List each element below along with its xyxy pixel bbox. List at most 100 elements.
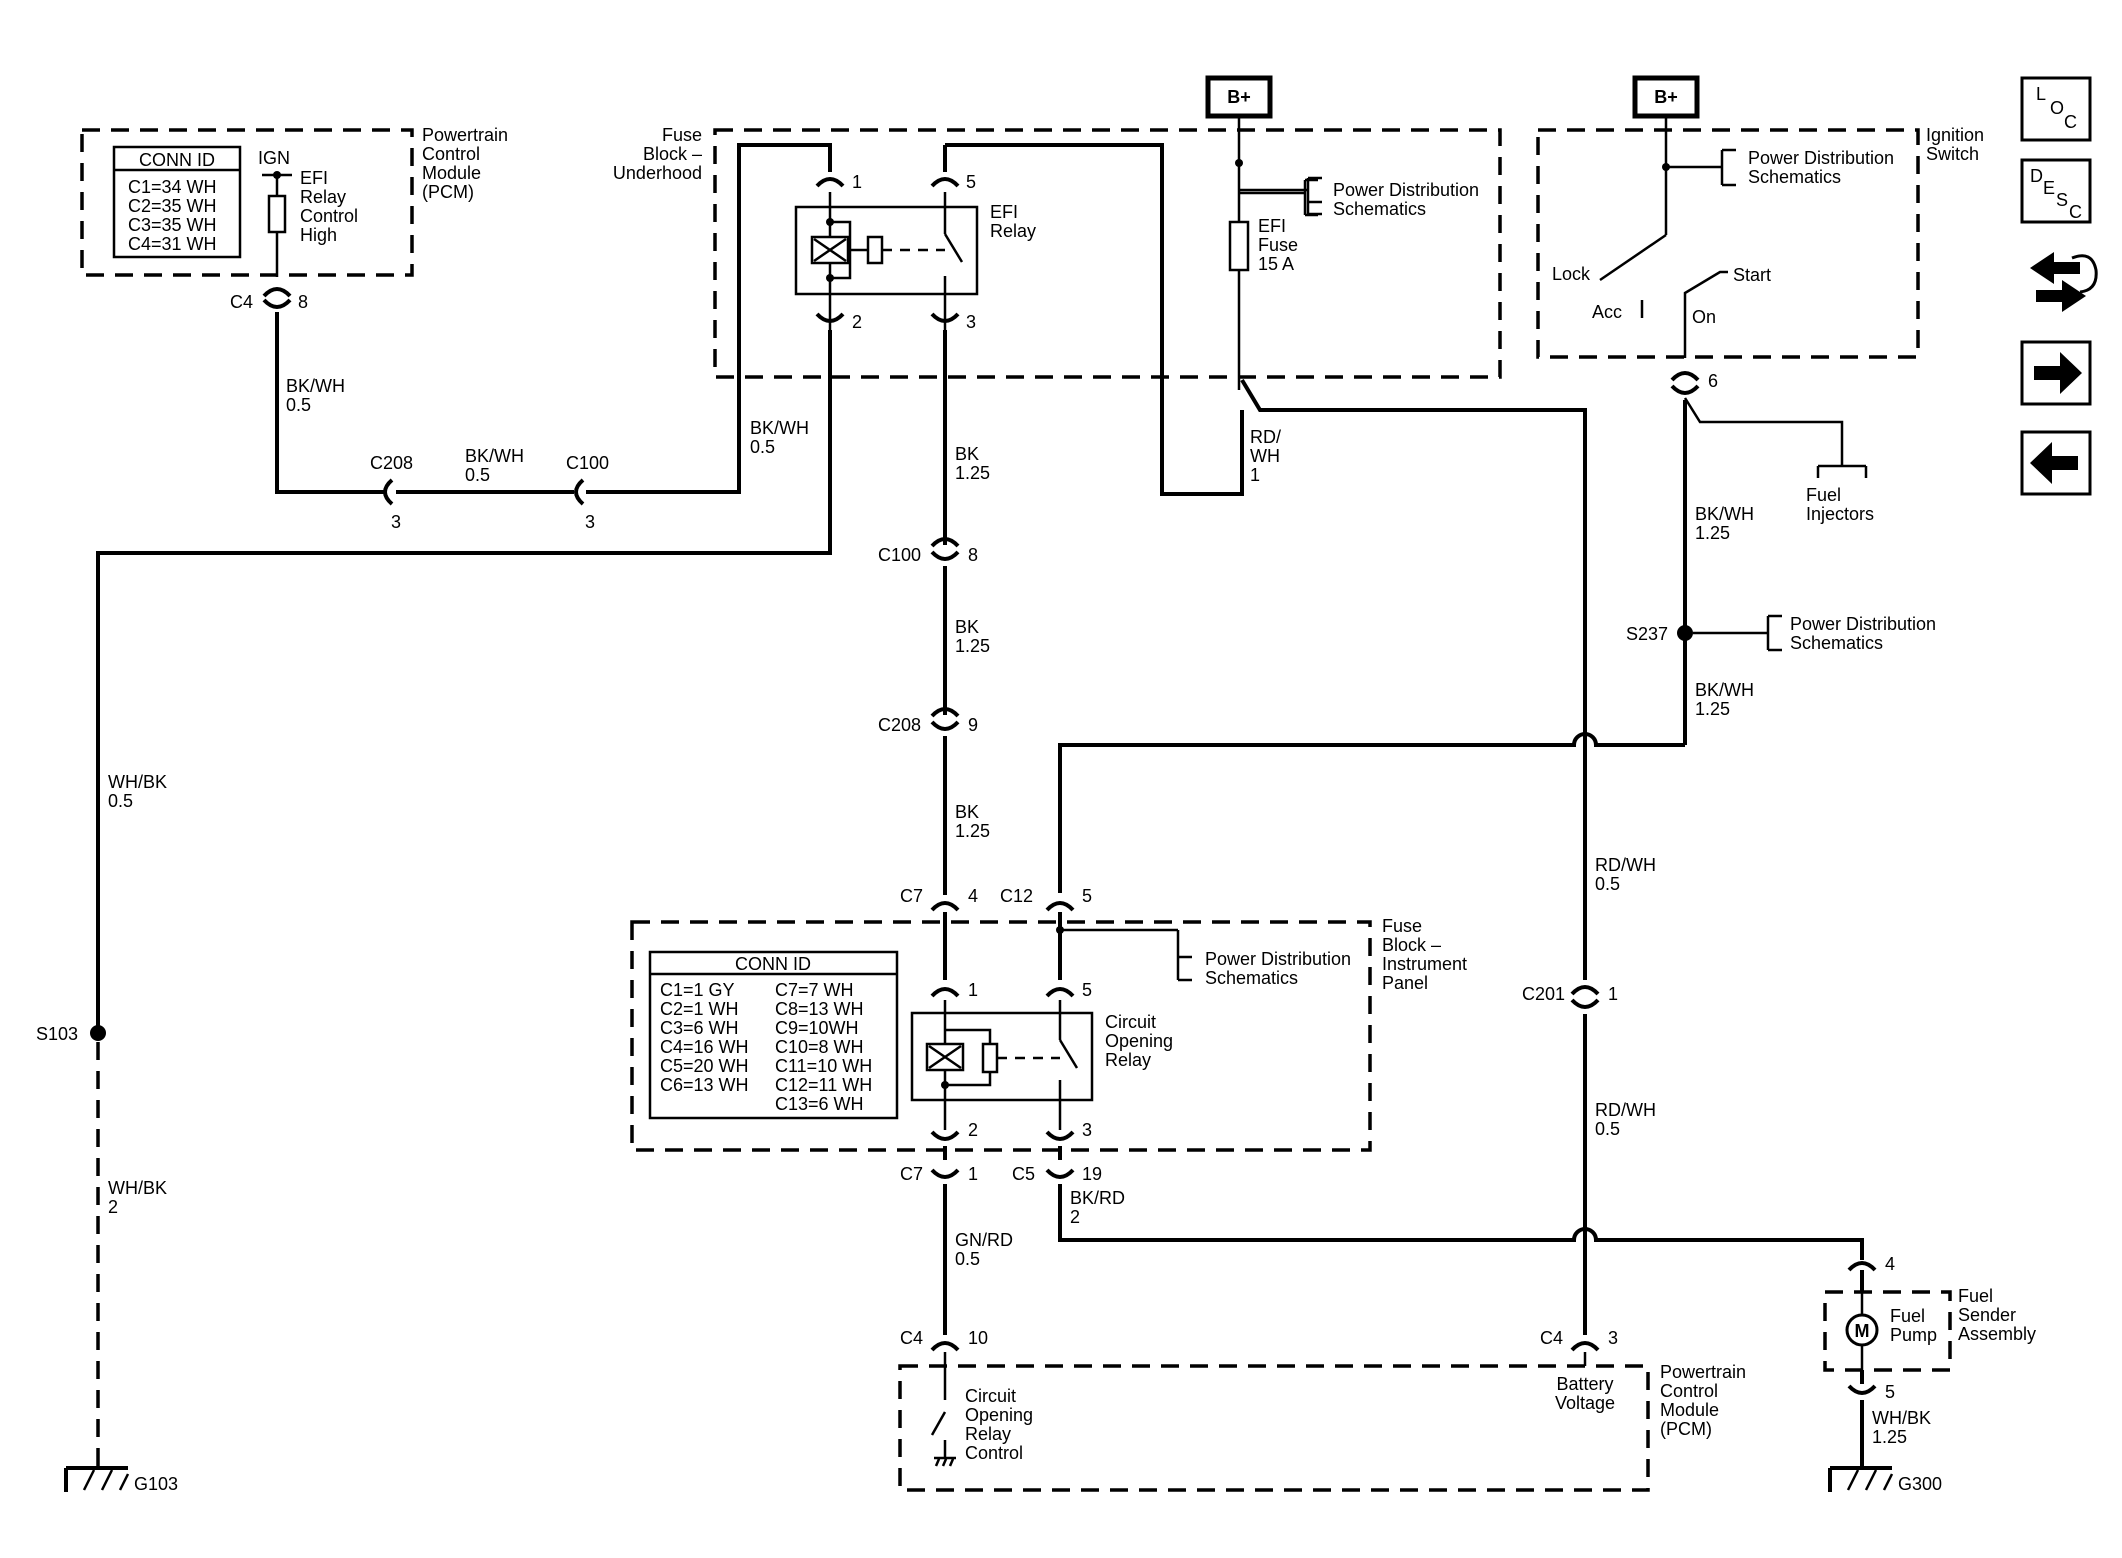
loc-button[interactable]: L O C	[2020, 76, 2092, 142]
circuit-opening-relay: 1 5 Circuit Opening Relay 2 3	[910, 980, 1173, 1141]
svg-text:C10=8 WH: C10=8 WH	[775, 1037, 864, 1057]
svg-text:5: 5	[1082, 886, 1092, 906]
b-plus-2: B+	[1632, 75, 1700, 119]
ground-g300-icon: G300	[1828, 1466, 1942, 1494]
power-dist-ref-2: Power Distribution Schematics	[1666, 148, 1894, 187]
connector-c12: C12 5	[1000, 886, 1092, 912]
svg-text:8: 8	[968, 545, 978, 565]
svg-text:15 A: 15 A	[1258, 254, 1294, 274]
connector-c7-a: C7 4	[900, 886, 978, 912]
pcm-top-output-2: Relay	[300, 187, 346, 207]
fuse-icon	[1228, 220, 1250, 272]
svg-text:1: 1	[968, 980, 978, 1000]
wire-label-w14-b: 2	[1070, 1207, 1080, 1227]
svg-text:Module: Module	[1660, 1400, 1719, 1420]
ignition-switch-blade-icon	[1599, 233, 1667, 282]
svg-text:Opening: Opening	[965, 1405, 1033, 1425]
wire-label-w3-a: BK/WH	[750, 418, 809, 438]
svg-text:4: 4	[968, 886, 978, 906]
svg-text:Relay: Relay	[965, 1424, 1011, 1444]
svg-text:B+: B+	[1654, 87, 1678, 107]
ground-g103-icon: G103	[64, 1466, 178, 1494]
svg-text:3: 3	[391, 512, 401, 532]
svg-text:On: On	[1692, 307, 1716, 327]
svg-text:C6=13 WH: C6=13 WH	[660, 1075, 749, 1095]
svg-text:S103: S103	[36, 1024, 78, 1044]
connector-c208-a: C208 3	[370, 453, 413, 532]
svg-text:Injectors: Injectors	[1806, 504, 1874, 524]
splice-s237: S237 Power Distribution Schematics	[1626, 614, 1936, 653]
svg-text:C9=10WH: C9=10WH	[775, 1018, 859, 1038]
previous-page-button[interactable]	[2020, 430, 2092, 496]
pcm-bottom-module: Circuit Opening Relay Control Battery Vo…	[898, 1352, 1746, 1492]
wire-label-w14-a: BK/RD	[1070, 1188, 1125, 1208]
next-page-button[interactable]	[2020, 340, 2092, 406]
wire-label-w12-a: WH/BK	[108, 772, 167, 792]
svg-text:Pump: Pump	[1890, 1325, 1937, 1345]
wire-label-w7-c: 1	[1250, 465, 1260, 485]
svg-text:3: 3	[966, 312, 976, 332]
svg-text:Fuel: Fuel	[1958, 1286, 1993, 1306]
wire-label-w9-a: BK/WH	[1695, 680, 1754, 700]
connector-c208-b: C208 9	[878, 707, 978, 735]
wire-label-w16-b: 1.25	[1872, 1427, 1907, 1447]
wire-label-w10-b: 0.5	[1595, 874, 1620, 894]
svg-text:M: M	[1855, 1321, 1870, 1341]
svg-text:C201: C201	[1522, 984, 1565, 1004]
connector-c201: C201 1	[1522, 984, 1618, 1009]
svg-text:Fuse: Fuse	[1382, 916, 1422, 936]
desc-button[interactable]: D E S C	[2020, 158, 2092, 224]
svg-text:C7: C7	[900, 886, 923, 906]
b-plus-1: B+	[1205, 75, 1273, 119]
svg-text:Power Distribution: Power Distribution	[1790, 614, 1936, 634]
svg-text:C3=6 WH: C3=6 WH	[660, 1018, 739, 1038]
power-dist-ref-1: Power Distribution Schematics	[1239, 178, 1479, 219]
svg-text:C12=11 WH: C12=11 WH	[775, 1075, 872, 1095]
svg-text:EFI: EFI	[990, 202, 1018, 222]
svg-text:Start: Start	[1733, 265, 1771, 285]
svg-text:C11=10 WH: C11=10 WH	[775, 1056, 872, 1076]
pcm-top-name-4: (PCM)	[422, 182, 474, 202]
pcm-top-resistor-icon	[267, 194, 287, 234]
connector-fp-4: 4	[1847, 1254, 1895, 1274]
connector-view-button[interactable]	[2030, 252, 2098, 312]
efi-relay-switch-icon	[943, 233, 964, 263]
wire-label-w15-b: 0.5	[955, 1249, 980, 1269]
svg-text:Switch: Switch	[1926, 144, 1979, 164]
svg-text:Power Distribution: Power Distribution	[1748, 148, 1894, 168]
svg-text:C5: C5	[1012, 1164, 1035, 1184]
svg-text:Assembly: Assembly	[1958, 1324, 2036, 1344]
svg-text:Opening: Opening	[1105, 1031, 1173, 1051]
efi-relay: 1 5 EFI Relay 2 3	[794, 172, 1036, 332]
svg-text:Control: Control	[965, 1443, 1023, 1463]
svg-text:Circuit: Circuit	[1105, 1012, 1156, 1032]
svg-text:Circuit: Circuit	[965, 1386, 1016, 1406]
svg-text:19: 19	[1082, 1164, 1102, 1184]
pcm-top-module: CONN ID C1=34 WH C2=35 WH C3=35 WH C4=31…	[80, 125, 508, 277]
connector-c4-c: C4 3	[1540, 1328, 1618, 1352]
svg-text:Powertrain: Powertrain	[1660, 1362, 1746, 1382]
svg-text:C7=7 WH: C7=7 WH	[775, 980, 854, 1000]
wire-label-w8-b: 1.25	[1695, 523, 1730, 543]
svg-text:G103: G103	[134, 1474, 178, 1494]
svg-text:Lock: Lock	[1552, 264, 1591, 284]
cor-switch-icon	[1058, 1039, 1079, 1069]
arrow-left-icon	[2030, 442, 2078, 484]
wire-pcm-efi-control	[275, 312, 384, 494]
svg-text:Sender: Sender	[1958, 1305, 2016, 1325]
wire-label-w11-a: RD/WH	[1595, 1100, 1656, 1120]
svg-text:C12: C12	[1000, 886, 1033, 906]
connector-c5: C5 19	[1012, 1164, 1102, 1184]
svg-text:Control: Control	[1660, 1381, 1718, 1401]
svg-text:CONN ID: CONN ID	[735, 954, 811, 974]
pcm-top-output-4: High	[300, 225, 337, 245]
svg-text:C208: C208	[878, 715, 921, 735]
svg-text:(PCM): (PCM)	[1660, 1419, 1712, 1439]
svg-text:6: 6	[1708, 371, 1718, 391]
svg-text:2: 2	[852, 312, 862, 332]
svg-text:Underhood: Underhood	[613, 163, 702, 183]
wire-label-w4-a: BK	[955, 444, 979, 464]
wire-label-w5-a: BK	[955, 617, 979, 637]
wire-label-w2-a: BK/WH	[465, 446, 524, 466]
